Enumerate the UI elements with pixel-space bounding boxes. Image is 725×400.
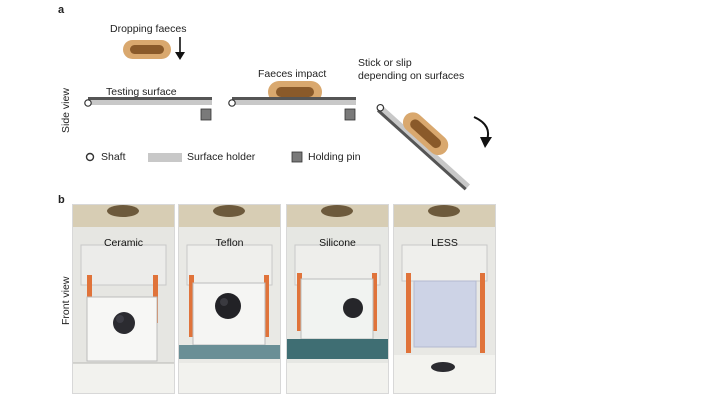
down-arrow-icon — [175, 37, 185, 60]
faeces-impact-label: Faeces impact — [258, 68, 327, 80]
photo-label-teflon: Teflon — [215, 237, 244, 249]
rotation-arrow-icon — [473, 116, 492, 148]
legend-surface-holder-label: Surface holder — [187, 151, 256, 163]
front-view-label: Front view — [60, 276, 72, 325]
testing-surface-setup-2 — [228, 81, 356, 121]
photo-teflon: Teflon — [178, 204, 281, 394]
side-view-schematic — [84, 37, 492, 191]
legend-shaft: Shaft — [84, 150, 126, 164]
dropping-faeces-label: Dropping faeces — [110, 23, 187, 35]
tilted-surface-setup — [376, 103, 471, 191]
surface-holder-swatch — [148, 153, 182, 162]
photo-silicone: Silicone — [286, 204, 389, 394]
stick-slip-label-line2: depending on surfaces — [358, 70, 465, 82]
legend-shaft-label: Shaft — [101, 151, 126, 163]
photo-label-less: LESS — [431, 237, 458, 249]
photo-less: LESS — [393, 204, 496, 394]
testing-surface-setup-1 — [84, 97, 212, 121]
legend-surface-holder: Surface holder — [148, 150, 255, 164]
dropping-faeces-pellet — [123, 40, 171, 59]
shaft-icon — [85, 152, 95, 162]
photo-label-silicone: Silicone — [319, 237, 356, 249]
stick-slip-label-line1: Stick or slip — [358, 57, 412, 69]
holding-pin-swatch — [291, 151, 303, 163]
panel-a-letter: a — [58, 4, 65, 16]
panel-b-letter: b — [58, 194, 65, 206]
legend-holding-pin: Holding pin — [291, 150, 361, 164]
legend-holding-pin-label: Holding pin — [308, 151, 361, 163]
photo-ceramic: Ceramic — [72, 204, 175, 394]
testing-surface-label: Testing surface — [106, 86, 177, 98]
photo-label-ceramic: Ceramic — [103, 237, 144, 249]
